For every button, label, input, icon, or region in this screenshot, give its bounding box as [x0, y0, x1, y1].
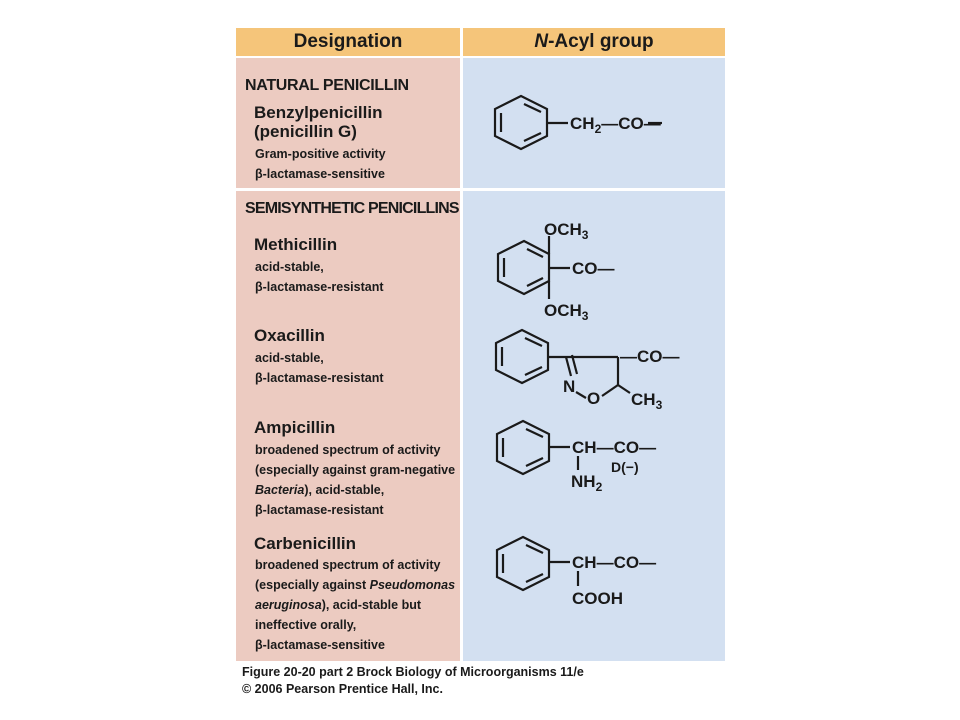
- desc-line: β-lactamase-resistant: [255, 280, 384, 294]
- drug-name-ampicillin: Ampicillin: [254, 418, 336, 437]
- desc-line: (especially against gram-negative: [255, 463, 456, 477]
- desc-line: β-lactamase-resistant: [255, 371, 384, 385]
- natural-section-title: NATURAL PENICILLIN: [245, 77, 409, 94]
- desc-rest: ), acid-stable but: [321, 598, 422, 612]
- copyright-caption: © 2006 Pearson Prentice Hall, Inc.: [242, 682, 443, 696]
- methicillin-och-top: OCH3: [544, 220, 589, 242]
- benzene-ring-icon: [493, 94, 549, 151]
- methicillin-och-bottom: OCH3: [544, 301, 589, 323]
- desc-line: Bacteria), acid-stable,: [255, 480, 455, 500]
- desc-line: β-lactamase-resistant: [255, 503, 384, 517]
- acyl-header-n: N: [534, 31, 549, 52]
- benzene-ring-icon: [496, 239, 551, 296]
- benzene-ring-icon: [495, 419, 551, 476]
- ampicillin-d: D(−): [611, 459, 639, 475]
- desc-italic: Bacteria: [255, 483, 305, 497]
- carbenicillin-ch: CH—CO—: [572, 553, 656, 572]
- desc-line: β-lactamase-sensitive: [255, 638, 385, 652]
- drug-name-line1: Benzylpenicillin: [254, 103, 383, 122]
- semi-designation-cell: [236, 191, 460, 661]
- drug-desc-carbenicillin: broadened spectrum of activity (especial…: [255, 555, 455, 655]
- desc-line: acid-stable,: [255, 260, 324, 274]
- oxacillin-n: N: [563, 377, 575, 396]
- drug-name-benzylpenicillin: Benzylpenicillin (penicillin G): [254, 103, 382, 141]
- benzyl-ch: CH2—CO—: [570, 114, 661, 136]
- benzene-ring-icon: [494, 328, 550, 385]
- figure-caption: Figure 20-20 part 2 Brock Biology of Mic…: [242, 665, 584, 679]
- desc-line: β-lactamase-sensitive: [255, 167, 385, 181]
- natural-acyl-cell: [463, 58, 725, 188]
- oxacillin-o: O: [587, 389, 600, 408]
- drug-desc-methicillin: acid-stable, β-lactamase-resistant: [255, 257, 384, 297]
- desc-italic: Pseudomonas: [369, 578, 456, 592]
- drug-desc-oxacillin: acid-stable, β-lactamase-resistant: [255, 348, 384, 388]
- desc-rest: ), acid-stable,: [304, 483, 385, 497]
- ampicillin-ch: CH—CO—: [572, 438, 656, 457]
- acyl-header-rest: -Acyl group: [548, 31, 654, 52]
- methicillin-co: CO—: [572, 259, 615, 278]
- acyl-group-header: N-Acyl group: [463, 28, 725, 56]
- drug-desc-benzylpenicillin: Gram-positive activity β-lactamase-sensi…: [255, 144, 386, 184]
- natural-designation-cell: [236, 58, 460, 188]
- drug-name-line2: (penicillin G): [254, 122, 357, 141]
- desc-line: acid-stable,: [255, 351, 324, 365]
- acyl-structures: CH2—CO— OCH3 CO— OCH3 —CO— N O CH3 CH—CO…: [493, 94, 680, 608]
- desc-line: aeruginosa), acid-stable but: [255, 595, 455, 615]
- semi-section-title: SEMISYNTHETIC PENICILLINS: [245, 200, 460, 217]
- desc-line: (especially against Pseudomonas: [255, 575, 455, 595]
- drug-name-oxacillin: Oxacillin: [254, 326, 325, 345]
- desc-plain: (especially against: [255, 578, 370, 592]
- oxacillin-co: —CO—: [620, 347, 680, 366]
- designation-header: Designation: [236, 28, 460, 56]
- desc-italic: aeruginosa: [255, 598, 322, 612]
- desc-line: broadened spectrum of activity: [255, 558, 441, 572]
- drug-desc-ampicillin: broadened spectrum of activity (especial…: [255, 440, 455, 520]
- ampicillin-nh2: NH2: [571, 472, 603, 494]
- drug-name-methicillin: Methicillin: [254, 235, 338, 254]
- benzene-ring-icon: [495, 535, 551, 592]
- carbenicillin-cooh: COOH: [572, 589, 623, 608]
- drug-name-carbenicillin: Carbenicillin: [254, 534, 357, 553]
- desc-line: broadened spectrum of activity: [255, 443, 441, 457]
- desc-line: Gram-positive activity: [255, 147, 386, 161]
- desc-line: ineffective orally,: [255, 618, 357, 632]
- oxacillin-ch3: CH3: [631, 390, 663, 412]
